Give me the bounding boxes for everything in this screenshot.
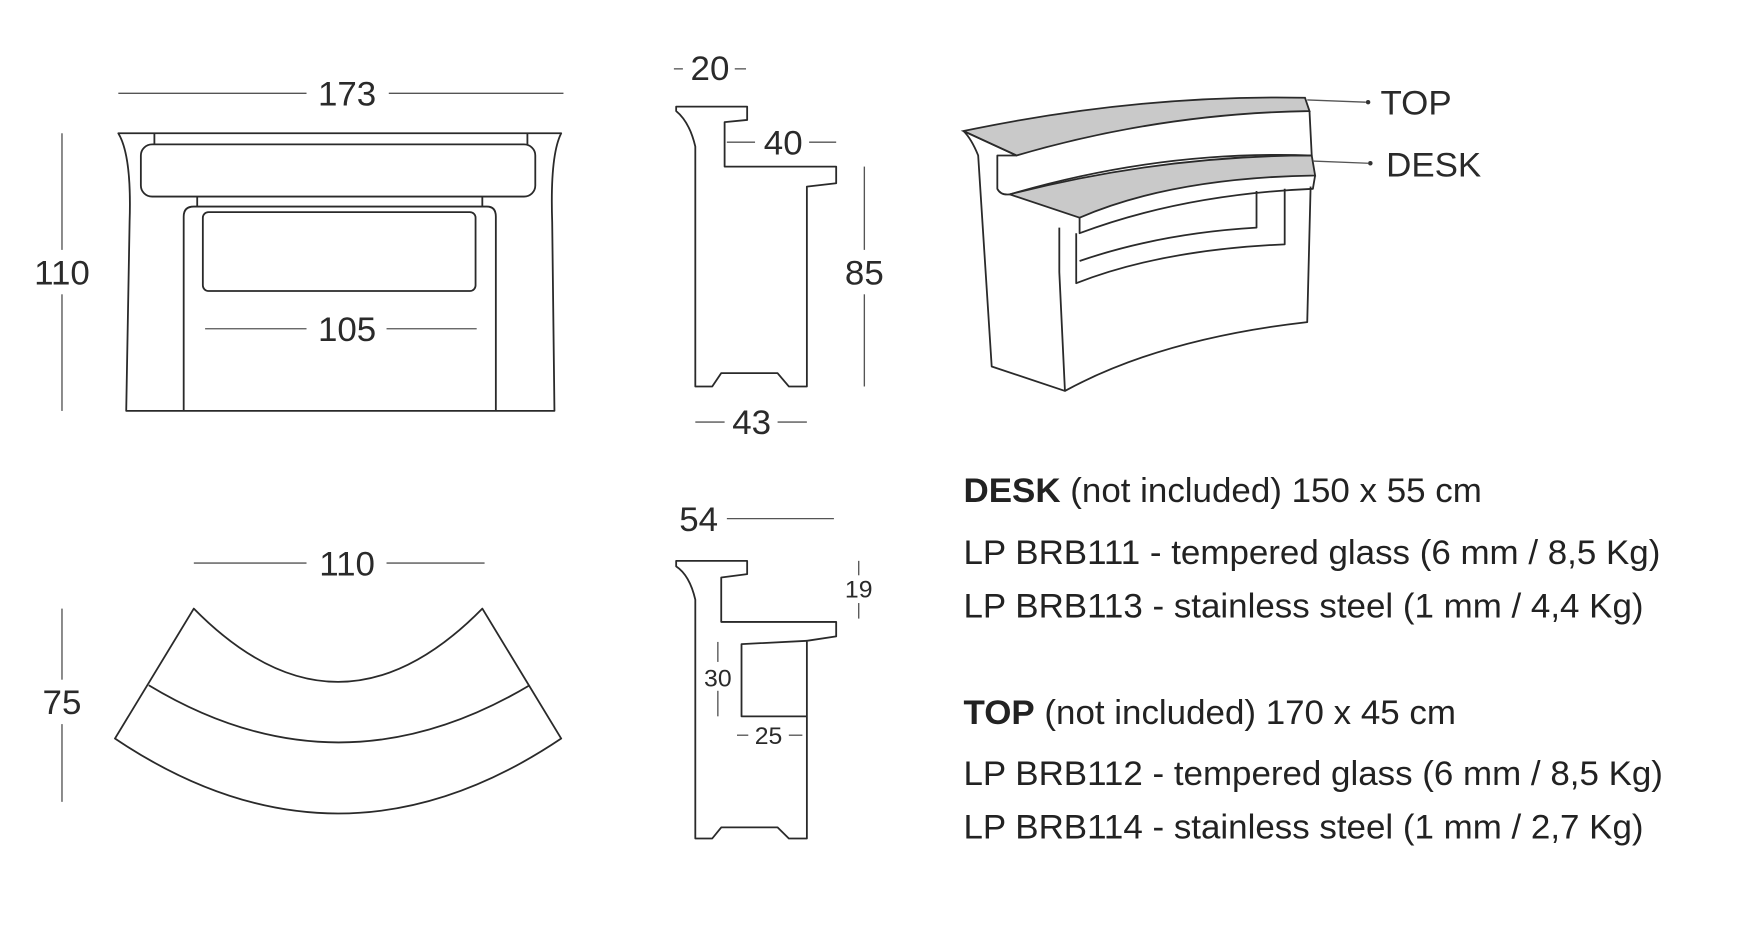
top-subtitle: (not included) 170 x 45 cm xyxy=(1044,694,1456,732)
top-title: TOP xyxy=(964,694,1035,732)
front-view: 173 110 105 xyxy=(34,76,564,412)
desk-title: DESK xyxy=(964,472,1061,510)
top-option: LP BRB112 - tempered glass (6 mm / 8,5 K… xyxy=(964,755,1663,793)
dim-height: 85 xyxy=(845,255,884,293)
dim-shelf-height: 30 xyxy=(704,665,732,692)
perspective-view: TOP DESK xyxy=(960,85,1481,392)
desk-subtitle: (not included) 150 x 55 cm xyxy=(1070,472,1482,510)
desk-option: LP BRB111 - tempered glass (6 mm / 8,5 K… xyxy=(964,534,1661,572)
desk-surface xyxy=(1006,154,1317,219)
dim-base-depth: 43 xyxy=(732,404,771,442)
plan-view: 110 75 xyxy=(43,546,563,815)
side-view: 20 40 85 43 xyxy=(673,50,884,442)
dim-inner-width: 105 xyxy=(318,311,376,349)
desk-spec-heading: DESK (not included) 150 x 55 cm xyxy=(964,472,1482,510)
dim-total-depth: 54 xyxy=(679,501,718,539)
dim-desk-drop: 19 xyxy=(845,577,873,604)
desk-option: LP BRB113 - stainless steel (1 mm / 4,4 … xyxy=(964,588,1644,626)
side-view-detail: 54 19 30 25 xyxy=(675,501,873,840)
callout-top: TOP xyxy=(1380,85,1451,123)
dim-front-width: 173 xyxy=(318,76,376,114)
dim-plan-depth: 75 xyxy=(43,684,82,722)
dim-plan-width: 110 xyxy=(319,546,375,584)
dim-front-height: 110 xyxy=(34,255,90,293)
dim-shelf-depth: 25 xyxy=(755,723,783,750)
callout-desk: DESK xyxy=(1386,147,1481,185)
top-spec-heading: TOP (not included) 170 x 45 cm xyxy=(964,694,1456,732)
dim-desk-depth: 40 xyxy=(764,125,803,163)
top-surface xyxy=(960,96,1311,157)
dim-top-depth: 20 xyxy=(691,50,730,88)
specs: DESK (not included) 150 x 55 cm LP BRB11… xyxy=(964,472,1663,846)
top-option: LP BRB114 - stainless steel (1 mm / 2,7 … xyxy=(964,809,1644,847)
